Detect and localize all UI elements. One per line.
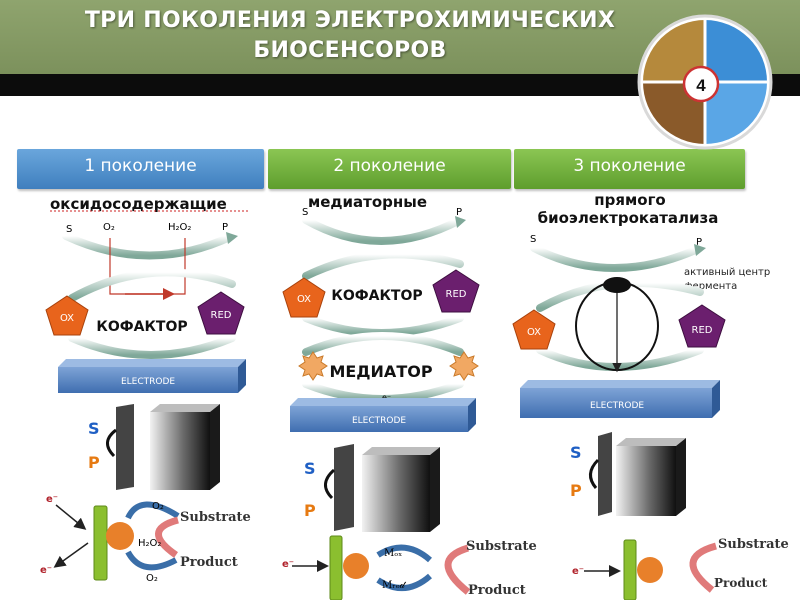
col3-top-arc xyxy=(530,244,704,272)
col1-red-label: RED xyxy=(211,310,232,321)
col1-ox-pentagon xyxy=(45,295,89,336)
col1-o2-label: O₂ xyxy=(103,222,115,233)
slide-number: 4 xyxy=(696,76,706,95)
col2-m-red: Mᵣₑ𝒹 xyxy=(382,580,407,591)
tab-generation-1: 1 поколение xyxy=(17,149,264,189)
col3-product: Product xyxy=(714,576,768,590)
col3-active-center-2: фермента xyxy=(684,281,737,292)
col3-ox-pentagon xyxy=(512,309,556,350)
col3-red-label: RED xyxy=(692,325,713,336)
title-line-1: ТРИ ПОКОЛЕНИЯ ЭЛЕКТРОХИМИЧЕСКИХ xyxy=(84,8,616,33)
col1-s-big: S xyxy=(88,419,100,438)
col3-s-big: S xyxy=(570,443,582,462)
col2-p-big: P xyxy=(304,501,316,520)
col3-heading-line2: биоэлектрокатализа xyxy=(538,209,719,227)
col2-sensor-box xyxy=(362,455,430,532)
col2-product: Product xyxy=(468,583,526,598)
col2-mediator-star-left xyxy=(298,351,328,381)
col2-sch-electrode xyxy=(329,535,343,600)
col3-low-arc xyxy=(536,346,704,371)
col1-sch-o2-bot: O₂ xyxy=(146,573,158,584)
col1-sch-electrode xyxy=(93,505,108,581)
col2-s-label: S xyxy=(302,207,308,218)
col1-substrate: Substrate xyxy=(180,510,251,525)
col2-sensor-plate xyxy=(334,444,354,531)
col3-heading-line1: прямого xyxy=(594,191,665,209)
col1-sensor-plate xyxy=(116,404,134,490)
col2-cofactor-label: КОФАКТОР xyxy=(331,288,422,304)
title-line-2: БИОСЕНСОРОВ xyxy=(253,38,447,63)
col3-sch-e-in: e⁻ xyxy=(572,566,584,577)
col3-red-pentagon xyxy=(678,304,726,348)
col1-s-label: S xyxy=(66,224,72,235)
col1-mid-arc xyxy=(68,268,236,302)
col3-p-label: P xyxy=(696,237,702,248)
col3-active-center-1: активный центр xyxy=(684,267,770,278)
col2-electrode xyxy=(290,406,468,432)
col1-electrode-label: ELECTRODE xyxy=(121,377,175,387)
col2-s-big: S xyxy=(304,459,316,478)
col1-sch-h2o2: H₂O₂ xyxy=(138,538,161,549)
col3-electrode-label: ELECTRODE xyxy=(590,401,644,411)
col1-low-arc xyxy=(68,334,236,359)
col3-active-center xyxy=(603,277,631,293)
col2-ox-label: OX xyxy=(297,294,311,305)
col3-s-label: S xyxy=(530,234,536,245)
col2-substrate: Substrate xyxy=(466,539,537,554)
col1-o2-bracket xyxy=(109,238,186,295)
col1-sensor-box xyxy=(150,412,210,490)
col3-substrate: Substrate xyxy=(718,537,789,552)
col2-mid-arc xyxy=(302,250,464,280)
col1-top-arc xyxy=(62,232,236,260)
col1-product: Product xyxy=(180,555,238,570)
tab-generation-2: 2 поколение xyxy=(268,149,511,189)
col3-electrode xyxy=(520,388,712,418)
corner-emblem xyxy=(637,14,773,150)
col1-h2o2-label: H₂O₂ xyxy=(168,222,191,233)
col2-red-label: RED xyxy=(446,289,467,300)
col3-p-big: P xyxy=(570,481,582,500)
col3-sensor-plate xyxy=(598,432,612,516)
col2-m-ox: Mₒₓ xyxy=(384,548,402,559)
col2-sch-e-in: e⁻ xyxy=(282,559,294,570)
column-2-diagram: медиаторные S P OX RED КОФАКТОР МЕДИАТОР… xyxy=(282,193,537,600)
col2-low-arc xyxy=(302,314,464,337)
col3-sch-enzyme xyxy=(637,557,663,583)
col2-sch-enzyme xyxy=(343,553,369,579)
col1-p-big: P xyxy=(88,453,100,472)
page-title: ТРИ ПОКОЛЕНИЯ ЭЛЕКТРОХИМИЧЕСКИХ БИОСЕНСО… xyxy=(0,6,700,66)
col2-electrode-label: ELECTRODE xyxy=(352,416,406,426)
col2-electron-label: e⁻ xyxy=(382,393,391,402)
col1-red-pentagon xyxy=(197,291,245,335)
col1-sch-o2-top: O₂ xyxy=(152,501,164,512)
col1-sch-e-out: e⁻ xyxy=(40,565,52,576)
col1-cofactor-label: КОФАКТОР xyxy=(96,319,187,335)
col1-sch-enzyme xyxy=(106,522,134,550)
col3-sch-electrode xyxy=(623,539,637,600)
col1-electrode xyxy=(58,367,238,393)
col2-top-arc xyxy=(302,216,464,245)
col2-p-label: P xyxy=(456,207,462,218)
col2-ox-pentagon xyxy=(282,277,326,318)
col3-ox-label: OX xyxy=(527,327,541,338)
col1-p-label: P xyxy=(222,222,228,233)
col2-mediator-star-right xyxy=(449,351,479,381)
column-1-diagram: оксидосодержащие S P O₂ H₂O₂ OX RED КОФА… xyxy=(40,195,251,584)
col3-sensor-box xyxy=(616,446,676,516)
col2-mediator-top-arc xyxy=(302,332,464,356)
col2-red-pentagon xyxy=(432,269,480,313)
header-dark-band xyxy=(0,74,800,96)
col2-mediator-label: МЕДИАТОР xyxy=(329,362,432,381)
col1-ox-label: OX xyxy=(60,313,74,324)
col2-heading: медиаторные xyxy=(308,193,427,211)
column-3-diagram: прямого биоэлектрокатализа S P активный … xyxy=(512,191,789,600)
tab-generation-3: 3 поколение xyxy=(514,149,745,189)
col1-sch-e-in: e⁻ xyxy=(46,494,58,505)
col1-heading: оксидосодержащие xyxy=(50,195,227,213)
